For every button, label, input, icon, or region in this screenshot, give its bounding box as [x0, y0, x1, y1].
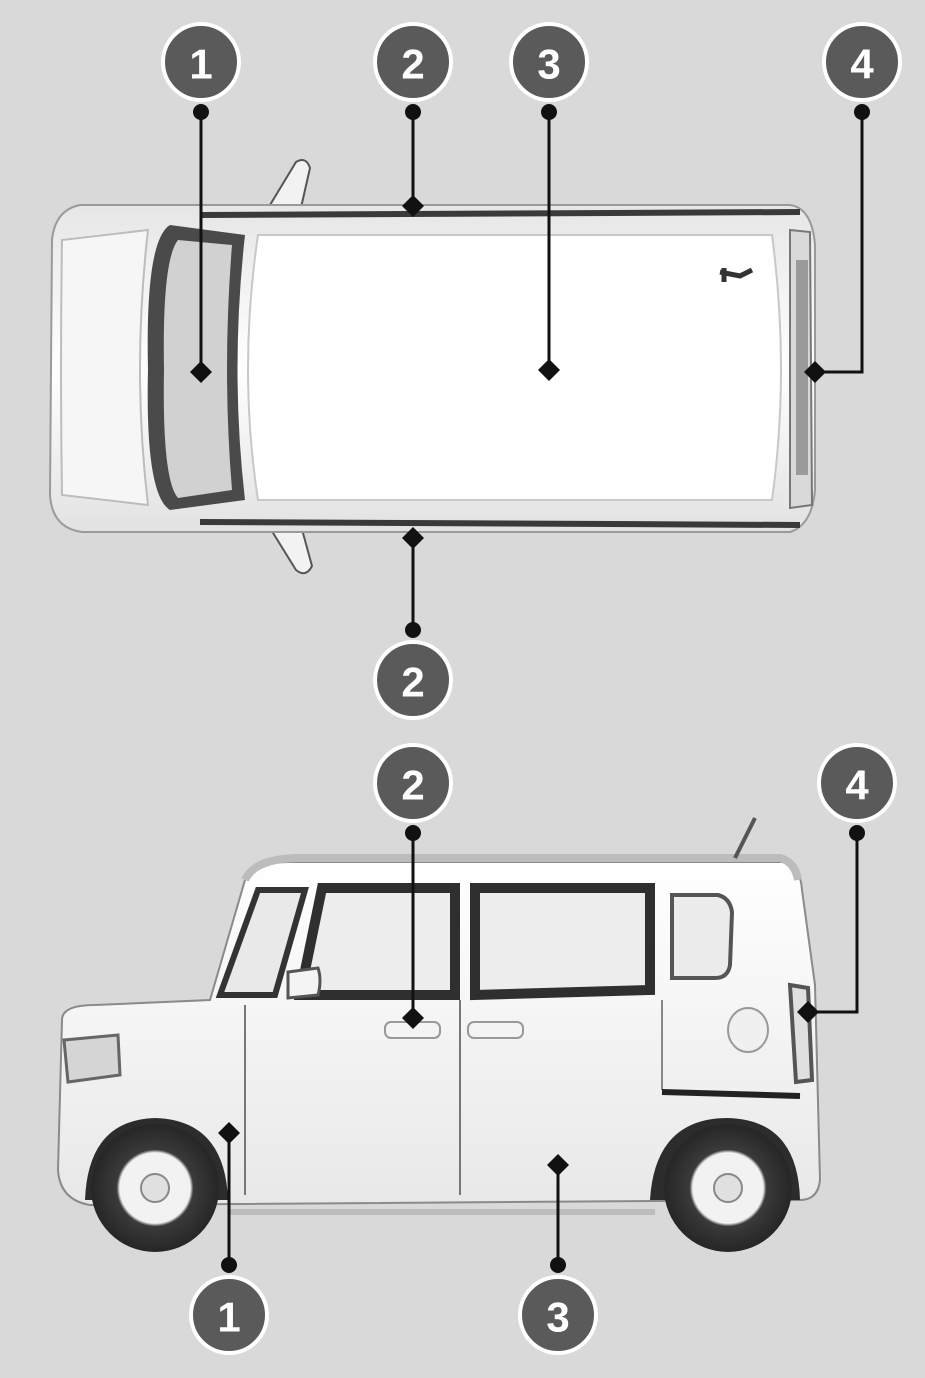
side-window-front-door — [293, 883, 460, 1000]
roof-panel — [247, 234, 782, 501]
callout-leader-dot — [405, 104, 421, 120]
callout-side-view-1: 2 — [373, 743, 453, 1029]
lower-side-trim — [661, 1089, 801, 1099]
callout-number: 1 — [189, 41, 212, 88]
callout-layer: 1 2 3 4 2 2 4 1 3 — [161, 22, 902, 1355]
callout-leader-dot — [541, 104, 557, 120]
callout-badge — [822, 22, 902, 102]
callout-side-view-3: 1 — [189, 1122, 269, 1355]
left-mirror-top — [268, 159, 312, 214]
callout-badge — [817, 743, 897, 823]
callout-leader-dot — [405, 622, 421, 638]
callout-target-diamond — [190, 361, 212, 383]
callout-badge — [518, 1275, 598, 1355]
side-roof-line — [241, 854, 802, 882]
callout-number: 1 — [217, 1294, 240, 1341]
callout-number: 2 — [401, 41, 424, 88]
callout-number: 3 — [537, 41, 560, 88]
callout-number: 2 — [401, 659, 424, 706]
side-window-quarter — [670, 893, 735, 980]
callout-top-view-4: 4 — [804, 22, 902, 383]
callout-badge — [161, 22, 241, 102]
callout-side-view-4: 3 — [518, 1154, 598, 1355]
callout-badge — [509, 22, 589, 102]
hood-top — [60, 228, 150, 507]
roof-antenna — [719, 267, 754, 282]
callout-leader-line — [815, 112, 864, 374]
slide-door-handle — [467, 1021, 524, 1039]
top-side-trim-lower — [199, 519, 801, 528]
callout-number: 2 — [401, 762, 424, 809]
callout-leader-dot — [193, 104, 209, 120]
rear-wheel-hub — [713, 1173, 743, 1203]
callout-top-view-1: 1 — [161, 22, 241, 383]
side-window-rear-door — [470, 883, 655, 1001]
callout-target-diamond — [797, 1001, 819, 1023]
callout-leader-dot — [854, 104, 870, 120]
callout-leader-dot — [221, 1257, 237, 1273]
callout-leader-line — [808, 833, 859, 1014]
callout-leader-dot — [849, 825, 865, 841]
callout-badge — [373, 22, 453, 102]
headlight-side — [62, 1033, 122, 1084]
right-mirror-top — [268, 520, 314, 575]
callout-target-diamond — [402, 1007, 424, 1029]
callout-number: 4 — [850, 41, 874, 88]
side-mirror — [286, 966, 322, 1000]
callout-top-view-2: 2 — [373, 22, 453, 217]
rear-lamp-side — [787, 982, 815, 1085]
callout-number: 3 — [546, 1294, 569, 1341]
side-window-front — [215, 887, 309, 998]
top-side-trim-upper — [199, 209, 801, 218]
callout-leader-dot — [550, 1257, 566, 1273]
fuel-lid — [727, 1007, 769, 1053]
callout-top-view-3: 3 — [509, 22, 589, 381]
callout-target-diamond — [402, 527, 424, 549]
callout-target-diamond — [218, 1122, 240, 1144]
rear-glass-top — [796, 260, 808, 475]
callout-top-view-5: 2 — [373, 527, 453, 720]
callout-badge — [189, 1275, 269, 1355]
callout-badge — [373, 640, 453, 720]
callout-number: 4 — [845, 762, 869, 809]
callout-badge — [373, 743, 453, 823]
callout-leader-dot — [405, 825, 421, 841]
callout-target-diamond — [804, 361, 826, 383]
callout-target-diamond — [402, 195, 424, 217]
callout-side-view-2: 4 — [797, 743, 897, 1023]
side-antenna — [733, 817, 757, 859]
callout-target-diamond — [547, 1154, 569, 1176]
vehicle-top-view — [48, 159, 816, 575]
front-wheel-hub — [140, 1173, 170, 1203]
vehicle-side-view — [56, 817, 822, 1252]
callout-target-diamond — [538, 359, 560, 381]
